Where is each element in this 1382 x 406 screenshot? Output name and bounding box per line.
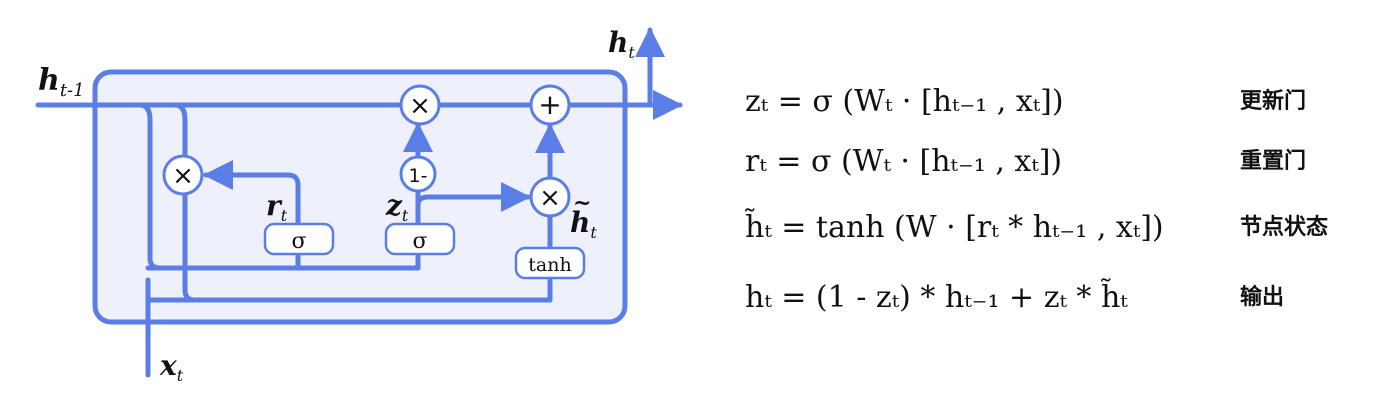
sigma-z-box <box>384 222 456 256</box>
tanh-label: tanh <box>528 254 571 276</box>
z-label: zt <box>385 189 409 225</box>
reset-multiply-symbol: × <box>172 161 194 191</box>
z-to-mult2-line <box>415 182 531 212</box>
tanh-box <box>514 246 586 280</box>
cell-box <box>92 69 628 325</box>
equation-candidate-state: h̃ₜ = tanh (W · [rₜ * hₜ₋₁ , xₜ]) <box>745 210 1164 245</box>
label-output: 输出 <box>1240 285 1285 310</box>
h-prev-branch-inner <box>172 102 198 303</box>
htilde-label: ht <box>570 206 597 242</box>
equation-update-gate: zₜ = σ (Wₜ · [hₜ₋₁ , xₜ]) <box>745 84 1064 119</box>
sigma-r-label: σ <box>291 229 306 254</box>
update-multiply-node <box>399 84 441 126</box>
one-minus-node <box>399 155 437 193</box>
sigma-z-label: σ <box>412 229 427 254</box>
htilde-tilde-mark: ~ <box>573 190 591 216</box>
equation-reset-gate: rₜ = σ (Wₜ · [hₜ₋₁ , xₜ]) <box>745 144 1063 179</box>
equation-output: hₜ = (1 - zₜ) * hₜ₋₁ + zₜ * h̃ₜ <box>745 280 1128 315</box>
h-prev-label: ht-1 <box>38 63 85 101</box>
label-update-gate: 更新门 <box>1240 89 1307 114</box>
candidate-multiply-symbol: × <box>539 183 561 213</box>
sigma-r-box <box>263 222 335 256</box>
one-minus-symbol: 1- <box>409 165 428 187</box>
h-prev-branch-outer <box>137 102 163 271</box>
label-reset-gate: 重置门 <box>1240 149 1307 174</box>
h-out-label: ht <box>608 26 635 62</box>
label-candidate-state: 节点状态 <box>1240 215 1329 240</box>
update-multiply-symbol: × <box>409 91 431 121</box>
r-to-mult-line <box>203 160 301 225</box>
gru-cell-diagram: × × + 1- × σ σ tanh ht-1 xt ht rt zt ht … <box>35 26 683 385</box>
add-symbol: + <box>538 88 561 121</box>
candidate-multiply-node <box>529 176 571 218</box>
x-input-label: xt <box>159 349 184 385</box>
r-label: rt <box>266 189 288 225</box>
add-node <box>529 84 571 126</box>
reset-multiply-node <box>162 154 204 196</box>
